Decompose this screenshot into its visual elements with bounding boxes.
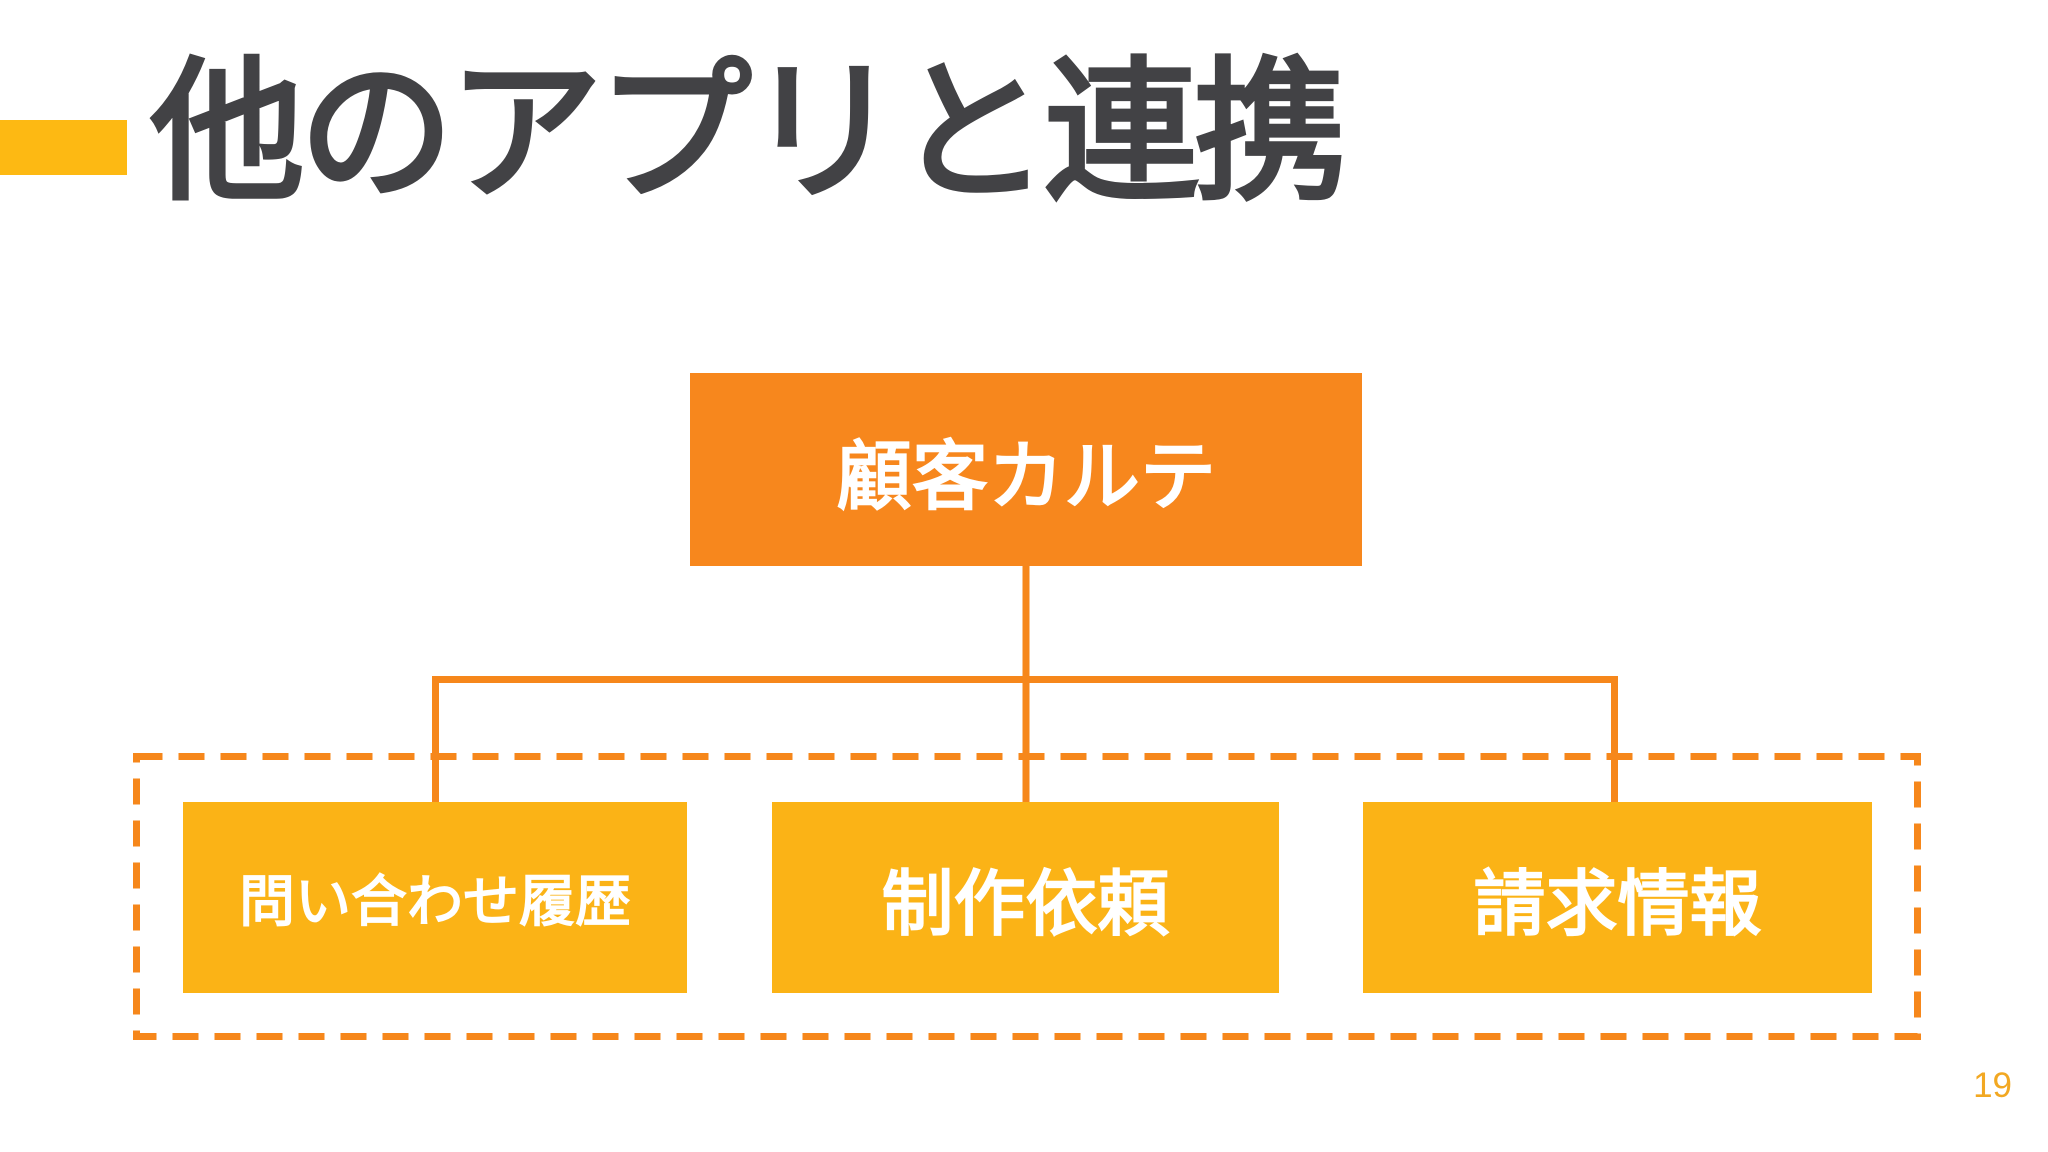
- node-inquiry-history: 問い合わせ履歴: [183, 802, 687, 993]
- title-accent-bar: [0, 120, 127, 175]
- slide-title: 他のアプリと連携: [150, 46, 1348, 219]
- node-inquiry-history-label: 問い合わせ履歴: [239, 870, 631, 933]
- node-production-request: 制作依頼: [772, 802, 1279, 993]
- page-number: 19: [1973, 1066, 2012, 1105]
- node-billing-info-label: 請求情報: [1473, 865, 1762, 945]
- node-customer-chart-label: 顧客カルテ: [836, 434, 1216, 520]
- node-customer-chart: 顧客カルテ: [690, 373, 1362, 566]
- node-production-request-label: 制作依頼: [881, 865, 1170, 945]
- node-billing-info: 請求情報: [1363, 802, 1872, 993]
